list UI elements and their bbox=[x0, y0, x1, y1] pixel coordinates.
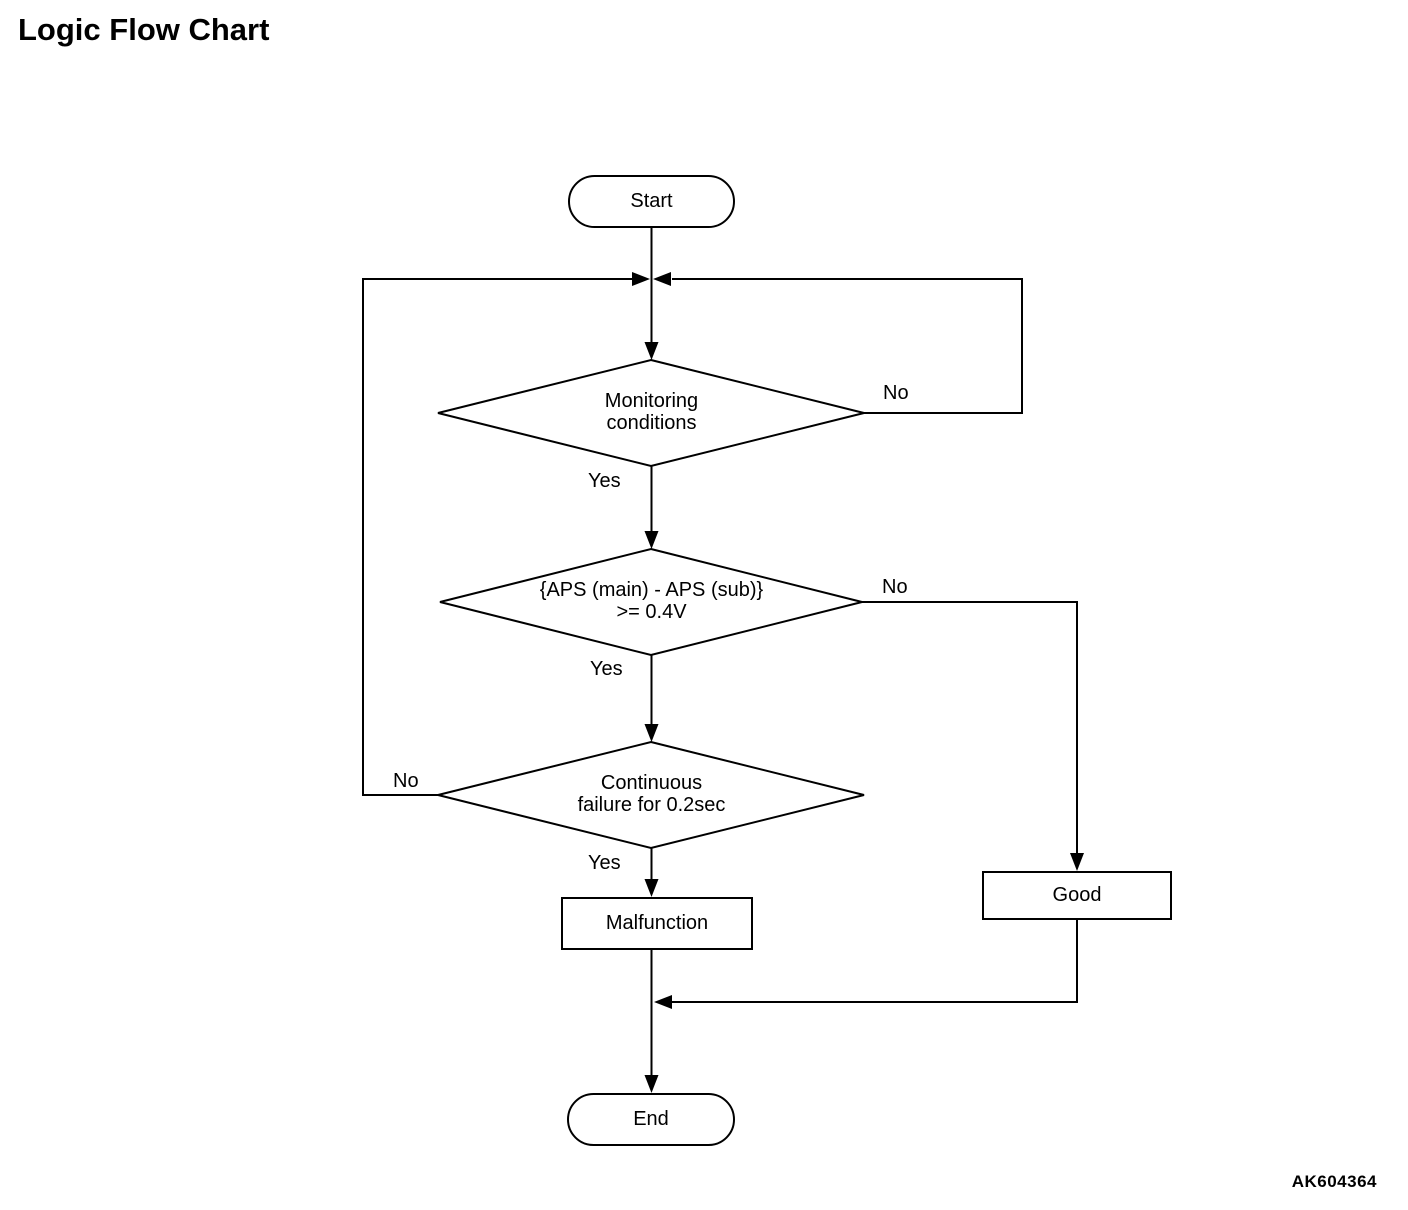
arrowhead-merge-icon bbox=[654, 995, 672, 1009]
label-aps-no: No bbox=[882, 576, 908, 598]
page-title: Logic Flow Chart bbox=[18, 12, 270, 47]
good-node: Good bbox=[982, 871, 1172, 920]
edge-monitoring-no-loop bbox=[672, 278, 1023, 414]
label-continuous-no: No bbox=[393, 770, 419, 792]
decision-monitoring-line1: Monitoring bbox=[604, 390, 699, 412]
label-aps-yes: Yes bbox=[590, 658, 623, 680]
label-monitoring-yes: Yes bbox=[588, 470, 621, 492]
arrowhead-into-end-icon bbox=[644, 1075, 659, 1093]
start-node: Start bbox=[568, 175, 735, 228]
decision-continuous-label: Continuous failure for 0.2sec bbox=[401, 772, 902, 816]
decision-aps-label: {APS (main) - APS (sub)} >= 0.4V bbox=[401, 579, 902, 623]
decision-aps-shape bbox=[439, 547, 863, 657]
start-node-label: Start bbox=[630, 190, 673, 212]
end-node-label: End bbox=[633, 1108, 669, 1130]
arrowhead-into-continuous-icon bbox=[644, 724, 659, 742]
label-monitoring-no: No bbox=[883, 382, 909, 404]
edge-good-to-merge bbox=[672, 920, 1078, 1003]
label-continuous-yes: Yes bbox=[588, 852, 621, 874]
decision-continuous-line2: failure for 0.2sec bbox=[577, 794, 726, 816]
decision-continuous-line1: Continuous bbox=[600, 772, 703, 794]
edge-aps-no-to-good bbox=[862, 601, 1078, 855]
arrowhead-junction-from-left-icon bbox=[632, 272, 650, 286]
arrowhead-into-aps-icon bbox=[644, 531, 659, 549]
good-node-label: Good bbox=[1052, 884, 1102, 906]
malfunction-node: Malfunction bbox=[561, 897, 753, 950]
figure-code: AK604364 bbox=[1291, 1172, 1377, 1191]
end-node: End bbox=[567, 1093, 735, 1146]
decision-monitoring-shape bbox=[437, 358, 865, 468]
arrowhead-into-good-icon bbox=[1070, 853, 1084, 871]
malfunction-node-label: Malfunction bbox=[605, 912, 709, 934]
decision-monitoring-line2: conditions bbox=[606, 412, 697, 434]
edge-continuous-no-loop bbox=[362, 278, 632, 796]
arrowhead-into-monitoring-icon bbox=[644, 342, 659, 360]
arrowhead-junction-from-right-icon bbox=[653, 272, 671, 286]
arrowhead-into-malfunction-icon bbox=[644, 879, 659, 897]
decision-monitoring-label: Monitoring conditions bbox=[401, 390, 902, 434]
decision-aps-line1: {APS (main) - APS (sub)} bbox=[539, 579, 764, 601]
decision-continuous-shape bbox=[437, 740, 865, 850]
decision-aps-line2: >= 0.4V bbox=[616, 601, 687, 623]
